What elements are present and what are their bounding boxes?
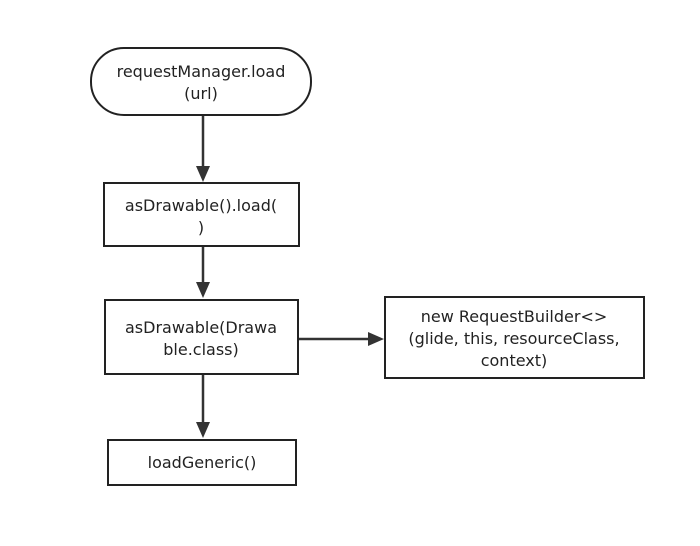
node-new-request-builder: new RequestBuilder<> (glide, this, resou…	[384, 296, 645, 379]
node-as-drawable-class-line-2: ble.class)	[163, 340, 239, 359]
node-request-manager-load-line-2: (url)	[184, 84, 218, 103]
node-load-generic: loadGeneric()	[107, 439, 297, 486]
node-new-request-builder-line-3: context)	[481, 351, 548, 370]
edge-as-drawable-load-to-as-drawable-class	[196, 247, 210, 298]
edge-as-drawable-class-to-request-builder	[299, 332, 384, 346]
node-as-drawable-load-line-2: )	[198, 218, 204, 237]
edge-as-drawable-class-to-load-generic	[196, 374, 210, 438]
edge-request-manager-to-as-drawable-load	[196, 116, 210, 182]
node-as-drawable-load-line-1: asDrawable().load(	[125, 196, 277, 215]
node-request-manager-load: requestManager.load (url)	[90, 47, 312, 116]
node-new-request-builder-line-2: (glide, this, resourceClass,	[408, 329, 619, 348]
node-request-manager-load-line-1: requestManager.load	[117, 62, 286, 81]
node-load-generic-line-1: loadGeneric()	[148, 453, 257, 472]
node-as-drawable-class: asDrawable(Drawa ble.class)	[104, 299, 299, 375]
node-as-drawable-load: asDrawable().load( )	[103, 182, 300, 247]
node-new-request-builder-line-1: new RequestBuilder<>	[421, 307, 608, 326]
node-as-drawable-class-line-1: asDrawable(Drawa	[125, 318, 277, 337]
